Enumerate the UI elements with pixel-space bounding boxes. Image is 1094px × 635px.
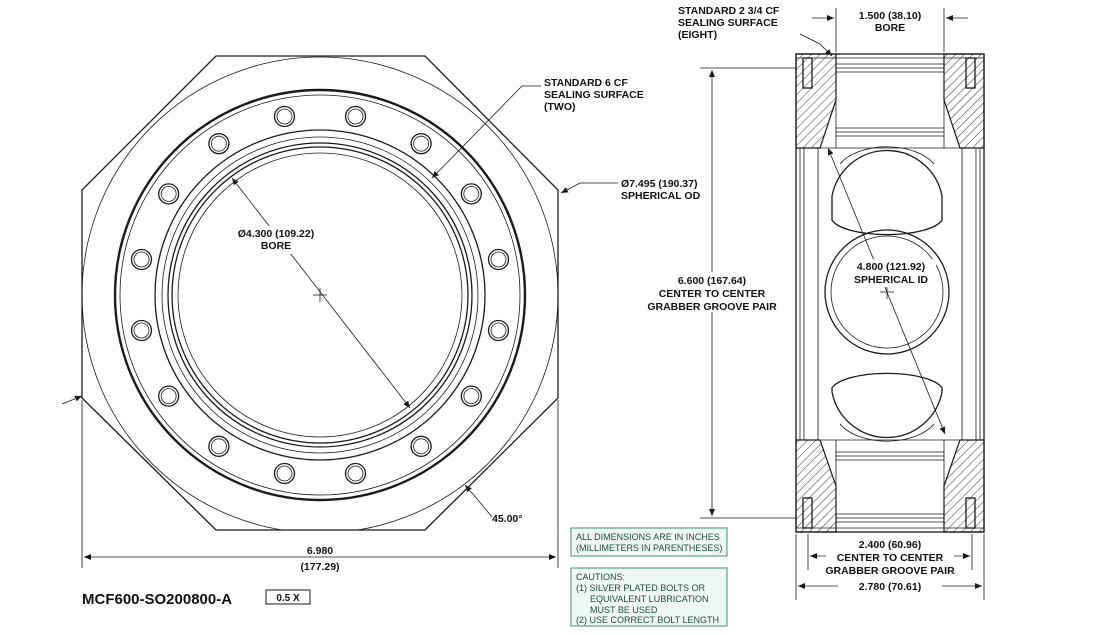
dimensions-note: ALL DIMENSIONS ARE IN INCHES (MILLIMETER…: [570, 527, 728, 557]
bolt-hole: [208, 133, 230, 155]
caution-2: (2) USE CORRECT BOLT LENGTH: [576, 615, 719, 625]
bolt-hole-inner: [276, 108, 293, 125]
bolt-hole: [410, 435, 432, 457]
bolt-hole: [158, 385, 180, 407]
bolt-hole-inner: [490, 322, 507, 339]
flange-outer-ring: [113, 88, 527, 502]
cf275-label-line2: SEALING SURFACE: [678, 17, 778, 29]
cf275-label-line1: STANDARD 2 3/4 CF: [678, 5, 780, 17]
bottom-left-section: [795, 439, 837, 533]
bolt-hole: [130, 248, 153, 271]
dims-note-line1: ALL DIMENSIONS ARE IN INCHES: [576, 532, 720, 542]
side-outline: [795, 53, 985, 533]
bolt-hole: [410, 133, 432, 155]
bolt-hole: [344, 105, 367, 128]
c2-label-line3: GRABBER GROOVE PAIR: [825, 565, 955, 577]
side-port-top: [831, 149, 943, 236]
bolt-hole-inner: [133, 251, 150, 268]
bolt-hole: [344, 462, 367, 485]
spherical-od-circle: [82, 56, 558, 530]
bolt-hole: [487, 319, 510, 342]
bolt-hole-inner: [413, 438, 430, 455]
top-right-section: [943, 53, 985, 149]
bolt-hole: [460, 183, 482, 205]
small-bore-label-line1: 1.500 (38.10): [859, 10, 921, 22]
center-label-line3: GRABBER GROOVE PAIR: [647, 301, 777, 313]
bolt-hole-inner: [210, 438, 227, 455]
scale-box: [265, 589, 311, 605]
overall-width-label: 2.780 (70.61): [859, 581, 921, 593]
large-bore-label-line1: Ø4.300 (109.22): [238, 228, 314, 240]
bolt-hole-inner: [413, 135, 430, 152]
center-label-line2: CENTER TO CENTER: [659, 288, 766, 300]
bolt-hole: [130, 319, 153, 342]
top-left-section: [795, 53, 837, 149]
bolt-hole-inner: [347, 108, 364, 125]
large-bore-circle: [171, 146, 469, 444]
large-bore-inner: [177, 152, 463, 438]
bottom-right-section: [943, 439, 985, 533]
spherical-id-label-line1: 4.800 (121.92): [857, 261, 925, 273]
cf6-label-line3: (TWO): [544, 101, 576, 113]
center-label-line1: 6.600 (167.64): [678, 275, 746, 287]
cf6-label-line1: STANDARD 6 CF: [544, 77, 628, 89]
c2-label-line2: CENTER TO CENTER: [837, 552, 944, 564]
bolt-hole: [158, 183, 180, 205]
bolt-hole-inner: [347, 465, 364, 482]
bolt-hole-inner: [160, 185, 177, 202]
scale-label: 0.5 X: [276, 593, 300, 604]
bolt-hole-inner: [490, 251, 507, 268]
bolt-hole-inner: [210, 135, 227, 152]
spherical-id-label-line2: SPHERICAL ID: [854, 274, 928, 286]
side-labels: STANDARD 2 3/4 CF SEALING SURFACE (EIGHT…: [640, 5, 955, 593]
bolt-holes: [130, 105, 510, 485]
bolt-hole: [208, 435, 230, 457]
bolt-hole: [460, 385, 482, 407]
cf6-label-line2: SEALING SURFACE: [544, 89, 644, 101]
od-label-line1: Ø7.495 (190.37): [621, 178, 697, 190]
cf275-label-line3: (EIGHT): [678, 29, 717, 41]
caution-1a: (1) SILVER PLATED BOLTS OR: [576, 583, 706, 593]
width-label-line1: 6.980: [307, 545, 333, 557]
sealing-ring-mid: [161, 136, 479, 454]
part-number: MCF600-SO200800-A: [82, 591, 232, 608]
c2-label-line1: 2.400 (60.96): [859, 539, 921, 551]
sealing-ring-inner: [167, 142, 473, 448]
width-label-line2: (177.29): [300, 561, 339, 573]
bolt-hole-inner: [276, 465, 293, 482]
dims-note-line2: (MILLIMETERS IN PARENTHESES): [576, 543, 722, 553]
bolt-hole: [273, 105, 296, 128]
flange-inner-ring: [119, 94, 521, 496]
large-bore-label-line2: BORE: [261, 240, 291, 252]
od-label-line2: SPHERICAL OD: [621, 190, 701, 202]
bolt-hole-inner: [133, 322, 150, 339]
sealing-ring-outer: [154, 129, 486, 461]
front-view: [61, 55, 618, 568]
bolt-hole-inner: [160, 388, 177, 405]
side-port-bottom: [831, 372, 943, 439]
cautions-note: CAUTIONS: (1) SILVER PLATED BOLTS OR EQU…: [570, 567, 728, 627]
bolt-hole: [487, 248, 510, 271]
cautions-title: CAUTIONS:: [576, 572, 625, 582]
small-bore-label-line2: BORE: [875, 22, 905, 34]
caution-1b: EQUIVALENT LUBRICATION: [590, 594, 709, 604]
bolt-hole-inner: [463, 388, 480, 405]
bolt-hole-inner: [463, 185, 480, 202]
side-view: [700, 8, 985, 600]
front-labels: STANDARD 6 CF SEALING SURFACE (TWO) Ø7.4…: [228, 77, 701, 573]
angle-label: 45.00°: [492, 513, 522, 525]
bolt-hole: [273, 462, 296, 485]
octagon-outline: [81, 55, 559, 531]
caution-1c: MUST BE USED: [590, 605, 658, 615]
